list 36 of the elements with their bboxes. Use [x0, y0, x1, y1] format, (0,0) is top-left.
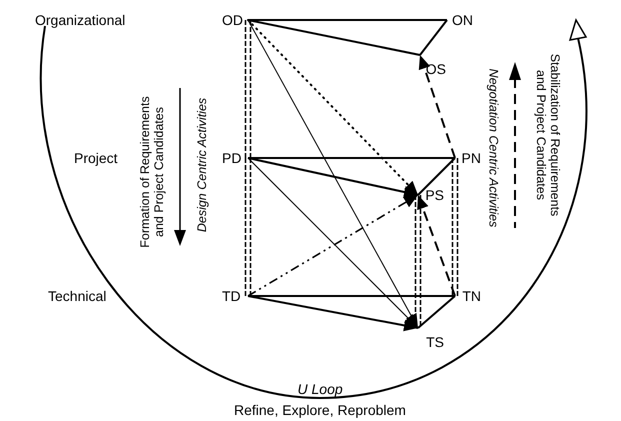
node-label: ON [447, 12, 473, 28]
level-label: Project [74, 150, 118, 166]
connector-line [419, 19, 448, 56]
loop-title: U Loop [298, 381, 343, 397]
node-label: TD [222, 288, 248, 304]
connector-line [244, 19, 252, 159]
connector-line [417, 157, 456, 196]
arrow [248, 194, 418, 297]
level-label: Technical [48, 288, 106, 304]
node-label: TS [418, 328, 444, 350]
arrow [248, 295, 418, 332]
arrow [417, 194, 456, 296]
connector-line [452, 157, 458, 297]
phase-description: Stabilization of Requirements and Project Candidates [534, 52, 562, 218]
connector-line [248, 19, 420, 56]
arrow [247, 19, 419, 196]
node-label: PS [418, 187, 444, 203]
node-label: OD [222, 12, 248, 28]
arrow [248, 20, 418, 328]
connector-line [417, 295, 456, 329]
connector-line [248, 19, 447, 21]
connector-line [244, 157, 252, 297]
node-label: PN [455, 150, 481, 166]
level-label: Organizational [35, 12, 126, 28]
connector-line [248, 295, 455, 297]
node-label: TN [455, 288, 481, 304]
arrow [418, 54, 456, 158]
arrow [248, 158, 418, 328]
node-label: PD [222, 150, 248, 166]
phase-description: Formation of Requirements and Project Candidates [138, 95, 166, 250]
arrow [248, 157, 418, 198]
connector-line [248, 157, 455, 159]
activity-label: Design Centric Activities [195, 98, 210, 232]
loop-description: Refine, Explore, Reproblem [234, 402, 406, 418]
node-label: OS [420, 55, 446, 77]
activity-label: Negotiation Centric Activities [486, 68, 500, 228]
